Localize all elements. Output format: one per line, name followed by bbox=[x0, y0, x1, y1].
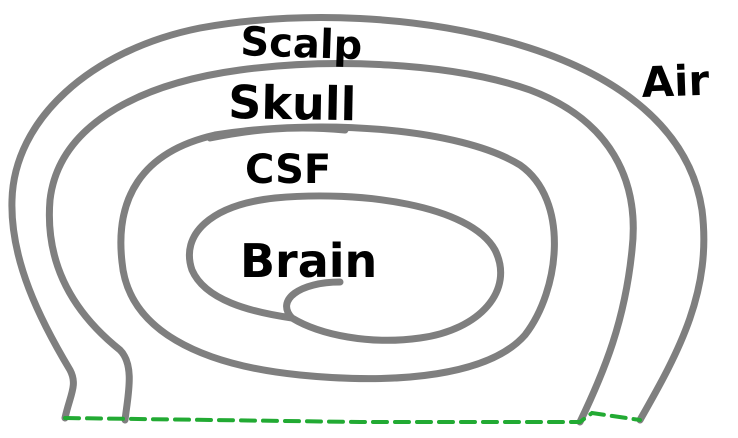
csf-contour bbox=[117, 123, 558, 383]
skull-csf-interface bbox=[206, 124, 349, 142]
label-skull: Skull bbox=[228, 75, 357, 131]
skull-contour bbox=[45, 60, 637, 426]
label-brain: Brain bbox=[240, 234, 377, 288]
scalp-outer-contour bbox=[8, 14, 708, 424]
label-air: Air bbox=[641, 56, 711, 107]
brain-contour bbox=[185, 192, 504, 344]
label-scalp: Scalp bbox=[240, 19, 363, 69]
label-csf: CSF bbox=[245, 147, 331, 193]
baseline-dashed bbox=[63, 410, 642, 424]
